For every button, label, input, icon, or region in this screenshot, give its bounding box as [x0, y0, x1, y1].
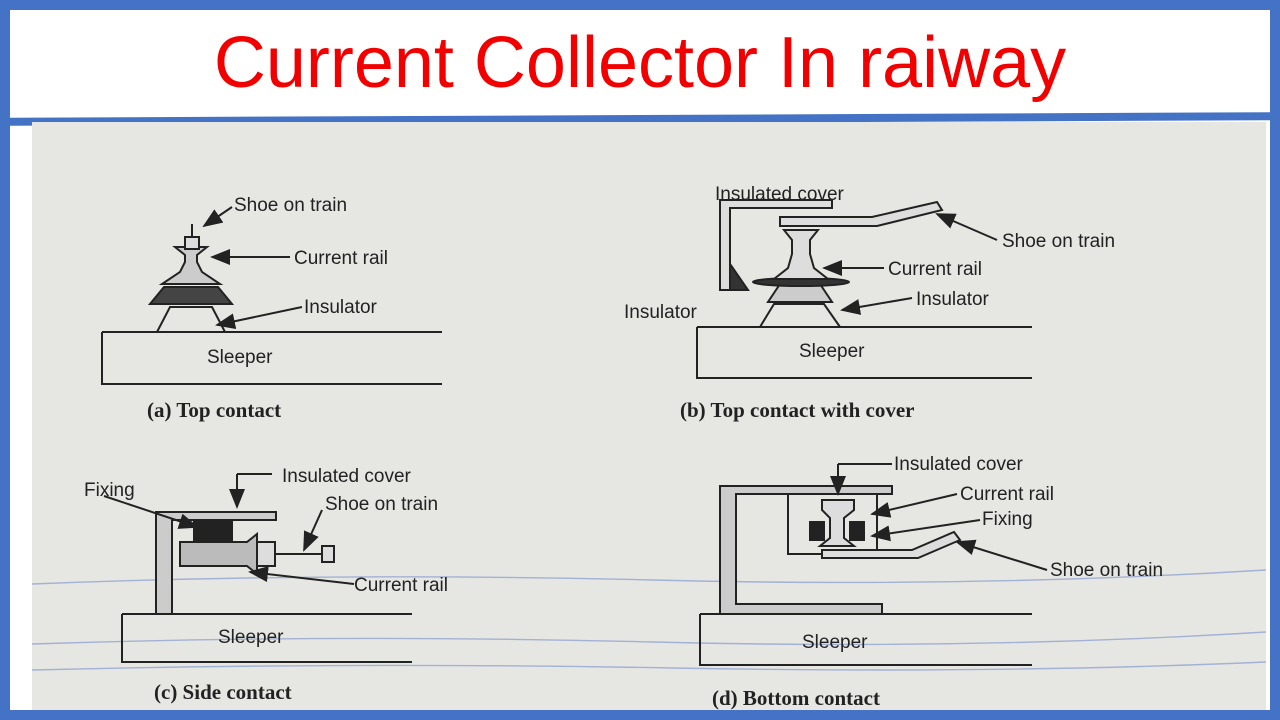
- fixing-block: [193, 519, 233, 543]
- panel-d-bottom-contact: [699, 463, 1048, 666]
- label-d-shoe: Shoe on train: [1050, 560, 1163, 581]
- current-rail: [817, 499, 857, 547]
- caption-c: (c) Side contact: [154, 680, 292, 704]
- caption-a: (a) Top contact: [147, 398, 281, 422]
- current-rail: [771, 229, 831, 280]
- notebook-lines: [32, 569, 1266, 671]
- sleeper-block: [696, 326, 1032, 379]
- insulator: [156, 306, 226, 333]
- sleeper-block: [101, 331, 442, 385]
- shoe: [779, 200, 944, 227]
- label-d-fixing: Fixing: [982, 509, 1033, 530]
- current-collector-diagram: Shoe on train Current rail Insulator Sle…: [32, 184, 1266, 710]
- label-b-insulator-left: Insulator: [624, 302, 698, 323]
- label-d-cover: Insulated cover: [894, 454, 1024, 475]
- label-b-sleeper: Sleeper: [799, 341, 865, 362]
- slide-title: Current Collector In raiway: [213, 23, 1067, 103]
- caption-d: (d) Bottom contact: [712, 686, 880, 710]
- insulated-cover: [719, 485, 893, 615]
- insulator-cap: [147, 286, 235, 305]
- title-bar: Current Collector In raiway: [10, 10, 1270, 115]
- label-c-shoe: Shoe on train: [325, 494, 438, 515]
- label-b-rail: Current rail: [888, 259, 982, 280]
- panel-a-top-contact: [101, 206, 442, 385]
- slide: Current Collector In raiway: [10, 10, 1270, 710]
- label-c-sleeper: Sleeper: [218, 627, 284, 648]
- label-d-rail: Current rail: [960, 484, 1054, 505]
- label-b-cover: Insulated cover: [715, 184, 845, 205]
- panel-b-top-contact-cover: [696, 199, 1032, 379]
- insulated-cover: [155, 511, 277, 615]
- label-a-shoe: Shoe on train: [234, 195, 347, 216]
- label-c-fixing: Fixing: [84, 480, 135, 501]
- label-c-cover: Insulated cover: [282, 466, 412, 487]
- label-a-insulator: Insulator: [304, 297, 378, 318]
- label-b-shoe: Shoe on train: [1002, 231, 1115, 252]
- panel-c-side-contact: [103, 473, 412, 663]
- shoe: [184, 236, 200, 250]
- caption-b: (b) Top contact with cover: [680, 398, 915, 422]
- label-c-rail: Current rail: [354, 575, 448, 596]
- insulator: [759, 303, 841, 328]
- label-d-sleeper: Sleeper: [802, 632, 868, 653]
- label-b-insulator-right: Insulator: [916, 289, 990, 310]
- diagram-photo: Shoe on train Current rail Insulator Sle…: [32, 122, 1266, 710]
- fixing-block: [809, 521, 825, 541]
- label-a-rail: Current rail: [294, 248, 388, 269]
- label-a-sleeper: Sleeper: [207, 347, 273, 368]
- current-rail: [158, 246, 224, 285]
